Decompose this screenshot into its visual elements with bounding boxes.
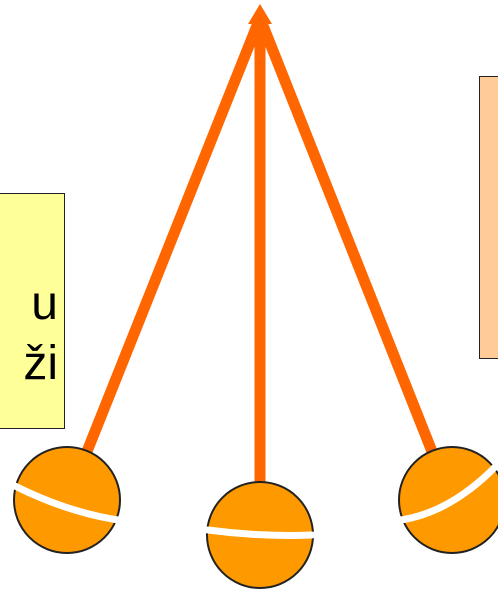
right-caption-box <box>479 76 498 359</box>
left-caption-box: u ži <box>0 193 65 429</box>
left-caption-line-1: u <box>31 277 58 330</box>
bob-left <box>11 446 122 554</box>
pivot-point <box>248 4 272 24</box>
bob-center <box>204 481 316 589</box>
bob-right <box>397 446 498 554</box>
string-right <box>254 12 439 460</box>
string-left <box>80 12 266 460</box>
left-caption-line-2: ži <box>23 337 58 390</box>
